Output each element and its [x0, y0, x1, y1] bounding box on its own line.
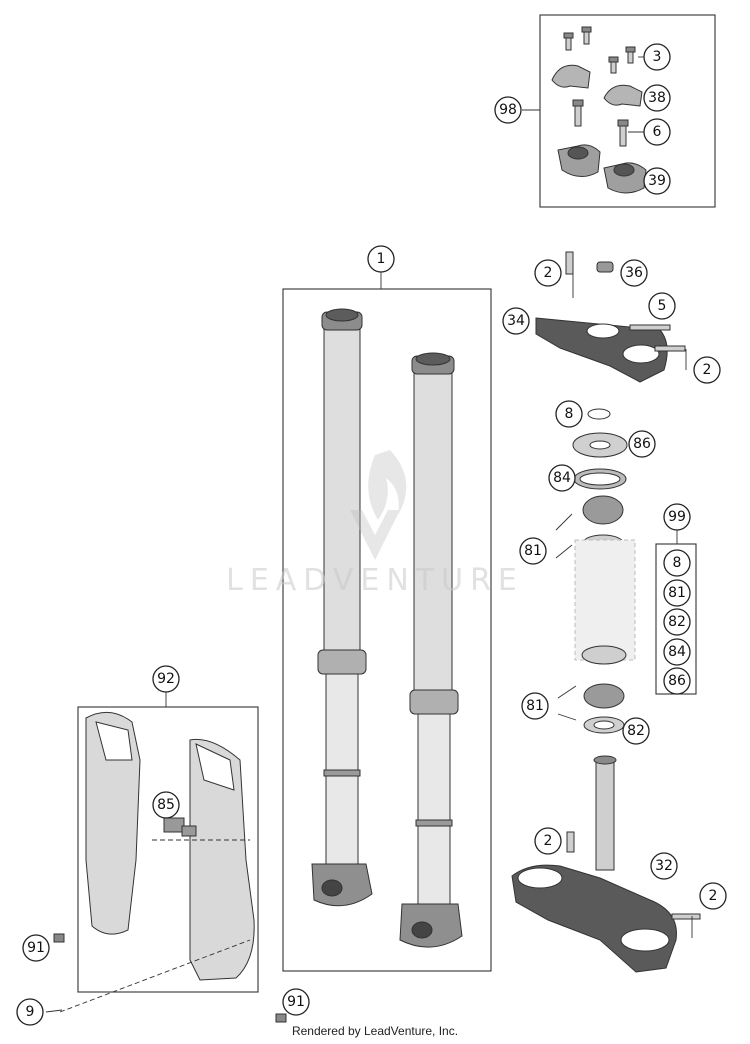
fork-guard-box	[59, 691, 259, 1013]
svg-text:32: 32	[655, 858, 673, 874]
svg-text:98: 98	[499, 102, 517, 118]
callout-91: 91	[282, 988, 310, 1016]
callout-38: 38	[643, 84, 671, 112]
svg-text:81: 81	[524, 543, 542, 559]
footer-credit: Rendered by LeadVenture, Inc.	[291, 1024, 459, 1038]
callout-85: 85	[152, 791, 180, 819]
svg-text:38: 38	[648, 90, 666, 106]
callout-91: 91	[22, 934, 50, 962]
callout-9: 9	[16, 998, 44, 1026]
kit-98-box	[522, 14, 716, 208]
svg-text:84: 84	[553, 470, 571, 486]
svg-text:9: 9	[26, 1004, 35, 1020]
watermark	[350, 450, 407, 560]
svg-text:5: 5	[658, 298, 667, 314]
callout-81: 81	[521, 692, 549, 720]
callout-86: 86	[628, 430, 656, 458]
svg-text:85: 85	[157, 797, 175, 813]
callout-99: 99	[663, 503, 691, 531]
svg-text:91: 91	[287, 994, 305, 1010]
lower-triple-clamp	[511, 755, 701, 973]
guard-screws	[45, 933, 287, 1023]
svg-text:2: 2	[703, 362, 712, 378]
callout-34: 34	[502, 307, 530, 335]
svg-text:1: 1	[377, 251, 386, 267]
callout-39: 39	[643, 167, 671, 195]
svg-text:84: 84	[668, 644, 686, 660]
callout-3: 3	[643, 43, 671, 71]
callout-84: 84	[548, 464, 576, 492]
svg-text:3: 3	[653, 49, 662, 65]
svg-text:91: 91	[27, 940, 45, 956]
upper-triple-clamp	[535, 251, 687, 383]
steering-bearing-stack	[555, 408, 636, 734]
callout-1: 1	[367, 245, 395, 273]
callout-2: 2	[699, 882, 727, 910]
svg-text:8: 8	[565, 406, 574, 422]
svg-text:86: 86	[668, 673, 686, 689]
callout-92: 92	[152, 665, 180, 693]
svg-text:2: 2	[544, 265, 553, 281]
callout-32: 32	[650, 852, 678, 880]
callout-36: 36	[620, 259, 648, 287]
svg-text:82: 82	[627, 723, 645, 739]
callout-2: 2	[534, 259, 562, 287]
callout-2: 2	[693, 356, 721, 384]
svg-text:86: 86	[633, 436, 651, 452]
fork-assembly-box	[282, 272, 492, 972]
svg-text:81: 81	[668, 585, 686, 601]
svg-text:36: 36	[625, 265, 643, 281]
callout-81: 81	[519, 537, 547, 565]
svg-text:92: 92	[157, 671, 175, 687]
svg-text:8: 8	[673, 555, 682, 571]
callout-8: 8	[555, 400, 583, 428]
kit-99-item: 8	[663, 549, 691, 577]
callout-5: 5	[648, 292, 676, 320]
svg-text:34: 34	[507, 313, 525, 329]
svg-text:2: 2	[544, 833, 553, 849]
watermark-text: LEADVENTURE	[226, 563, 524, 598]
callout-2: 2	[534, 827, 562, 855]
svg-text:81: 81	[526, 698, 544, 714]
callout-82: 82	[622, 717, 650, 745]
kit-99-item: 81	[663, 579, 691, 607]
svg-text:2: 2	[709, 888, 718, 904]
kit-99-item: 86	[663, 667, 691, 695]
svg-text:99: 99	[668, 509, 686, 525]
svg-text:39: 39	[648, 173, 666, 189]
svg-text:6: 6	[653, 124, 662, 140]
callout-6: 6	[643, 118, 671, 146]
callout-98: 98	[494, 96, 522, 124]
svg-text:82: 82	[668, 614, 686, 630]
kit-99-item: 82	[663, 608, 691, 636]
kit-99-item: 84	[663, 638, 691, 666]
